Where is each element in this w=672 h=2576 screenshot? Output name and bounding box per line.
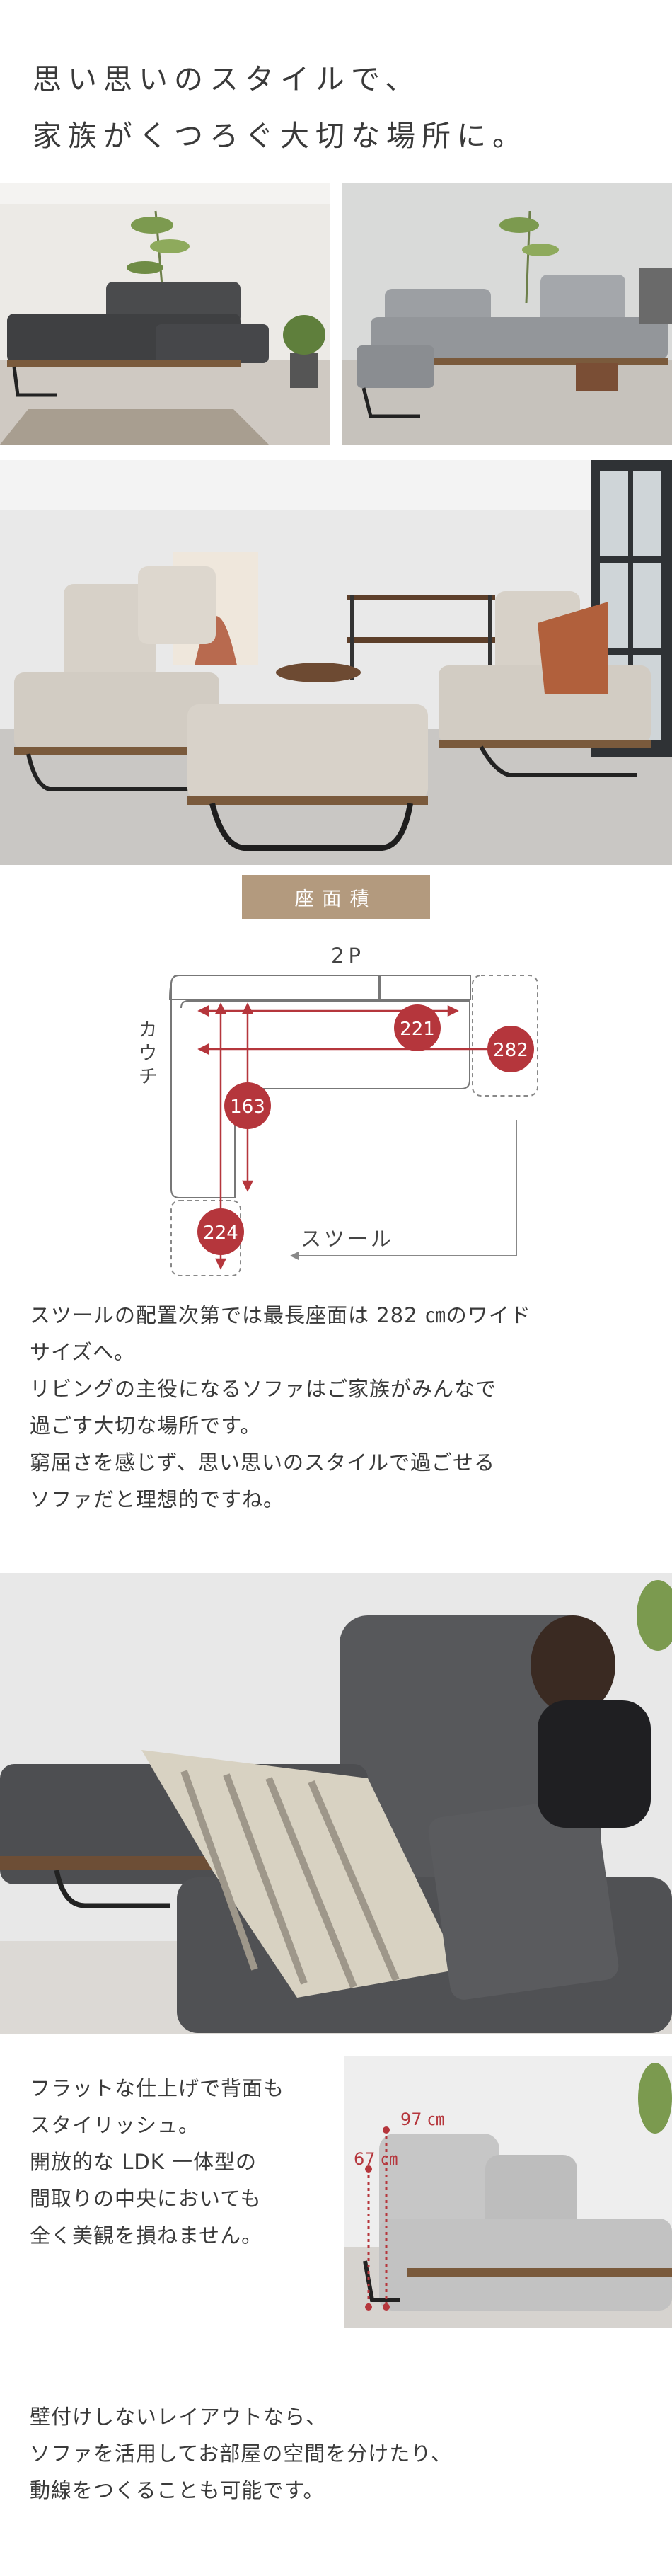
dim-221: 221 xyxy=(400,1019,435,1040)
dim-163-marker xyxy=(224,1082,271,1129)
section-2-line: 開放的な LDK 一体型の xyxy=(30,2150,257,2174)
section-2-line: フラットな仕上げで背面も xyxy=(30,2076,285,2100)
stool-pointer-line xyxy=(294,1120,517,1256)
section-1-line: ソファだと理想的ですね。 xyxy=(30,1487,285,1511)
photo-dark-sofa-room xyxy=(0,183,330,445)
dim-163: 163 xyxy=(230,1097,265,1118)
section-1-line: リビングの主役になるソファはご家族がみんなで xyxy=(30,1377,497,1401)
section-3-line: ソファを活用してお部屋の空間を分けたり、 xyxy=(30,2442,453,2466)
section-3-line: 動線をつくることも可能です。 xyxy=(30,2478,325,2502)
label-2p: 2P xyxy=(331,944,365,968)
dim-224: 224 xyxy=(203,1223,238,1244)
section-3-text: 壁付けしないレイアウトなら、 ソファを活用してお部屋の空間を分けたり、 動線をつ… xyxy=(30,2398,452,2509)
height-seat-label: 67 ㎝ xyxy=(354,2149,398,2169)
headline-line-2: 家族がくつろぐ大切な場所に。 xyxy=(33,119,528,153)
section-1-line: サイズへ。 xyxy=(30,1340,136,1364)
sofa-outline xyxy=(168,975,471,1000)
section-1-text: スツールの配置次第では最長座面は 282 ㎝のワイド サイズへ。 リビングの主役… xyxy=(30,1297,531,1518)
section-1-line: 過ごす大切な場所です。 xyxy=(30,1414,262,1438)
photo-large-living-room xyxy=(0,460,672,865)
svg-text:カウチ: カウチ xyxy=(135,1019,157,1089)
seat-area-diagram: 2P カウチ 221 282 163 224 スツール xyxy=(135,944,538,1276)
section-2-line: 全く美観を損ねません。 xyxy=(30,2223,263,2248)
section-3-line: 壁付けしないレイアウトなら、 xyxy=(30,2405,328,2429)
label-couch: カウチ xyxy=(135,1019,157,1089)
section-2-line: スタイリッシュ。 xyxy=(30,2113,200,2137)
photo-sofa-back-height: 97 ㎝ 67 ㎝ xyxy=(344,2056,672,2328)
section-2-text: フラットな仕上げで背面も スタイリッシュ。 開放的な LDK 一体型の 間取りの… xyxy=(30,2070,284,2254)
section-1-line: 窮屈さを感じず、思い思いのスタイルで過ごせる xyxy=(30,1450,495,1475)
dim-221-marker xyxy=(394,1004,441,1051)
section-2-line: 間取りの中央においても xyxy=(30,2187,262,2211)
dim-282: 282 xyxy=(493,1040,528,1061)
dim-224-marker xyxy=(197,1208,244,1255)
photo-grey-sofa-room xyxy=(342,183,672,445)
height-back-label: 97 ㎝ xyxy=(400,2110,445,2129)
seat-area-badge: 座面積 xyxy=(242,875,430,919)
section-1-line: スツールの配置次第では最長座面は 282 ㎝のワイド xyxy=(30,1303,531,1327)
dim-282-marker xyxy=(487,1026,534,1072)
headline-line-1: 思い思いのスタイルで、 xyxy=(33,62,421,96)
label-stool: スツール xyxy=(301,1227,394,1251)
stool-position-right xyxy=(472,975,538,1097)
photo-woman-on-sofa xyxy=(0,1573,672,2034)
